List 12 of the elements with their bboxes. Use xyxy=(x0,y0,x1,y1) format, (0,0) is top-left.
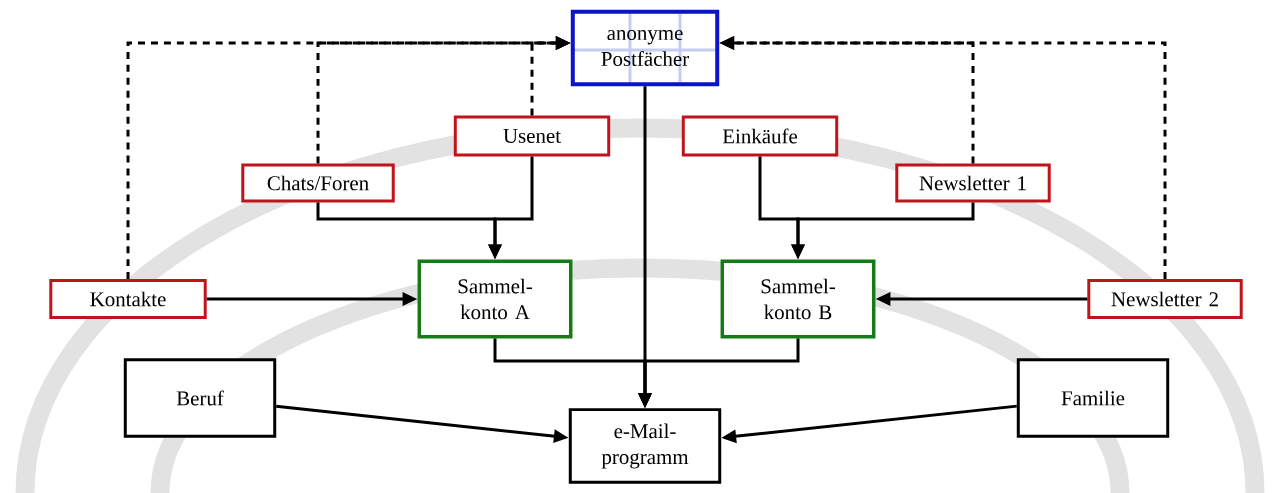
source-box: Newsletter 1 xyxy=(895,163,1051,203)
source-box: Kontakte xyxy=(49,279,207,319)
source-box: Einkäufe xyxy=(681,115,839,157)
account-box: Sammel- konto A xyxy=(417,259,573,339)
mailbox-box: anonyme Postfächer xyxy=(570,9,720,87)
source-box: Usenet xyxy=(453,115,611,157)
process-box: e-Mail- programm xyxy=(568,408,722,484)
account-box: Sammel- konto B xyxy=(720,259,876,339)
source-box: Newsletter 2 xyxy=(1087,279,1243,319)
source-box: Chats/Foren xyxy=(241,163,395,203)
process-box: Familie xyxy=(1016,358,1170,438)
process-box: Beruf xyxy=(123,358,277,438)
